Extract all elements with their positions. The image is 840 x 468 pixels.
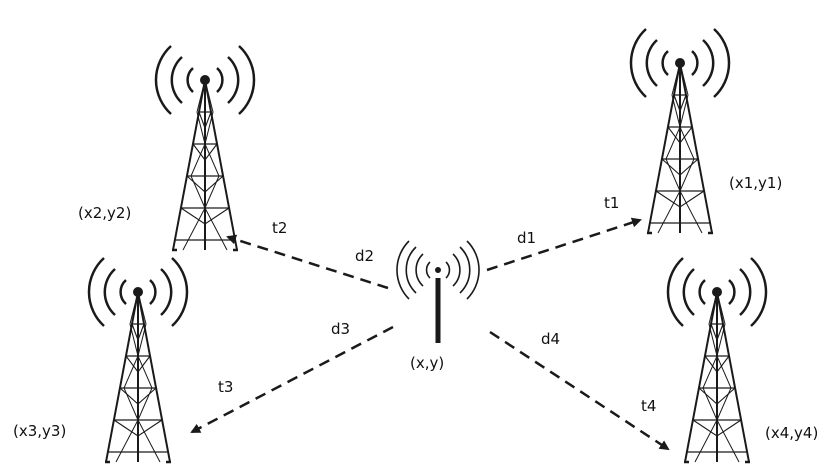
tower-2-icon bbox=[154, 44, 256, 252]
distance-label-4: d4 bbox=[541, 330, 560, 348]
distance-label-1: d1 bbox=[517, 229, 536, 247]
mobile-coord-label: (x,y) bbox=[410, 354, 444, 372]
signal-path-3 bbox=[190, 325, 394, 434]
mobile-device-icon bbox=[396, 240, 480, 343]
tower-1-coord-label: (x1,y1) bbox=[729, 174, 782, 192]
tower-2-coord-label: (x2,y2) bbox=[78, 204, 131, 222]
signal-path-2 bbox=[226, 234, 389, 290]
signal-path-4 bbox=[489, 330, 670, 451]
tower-1-icon bbox=[629, 27, 731, 235]
distance-label-3: d3 bbox=[331, 320, 350, 338]
signal-path-1 bbox=[486, 217, 642, 272]
tower-3-coord-label: (x3,y3) bbox=[13, 422, 66, 440]
tower-3-icon bbox=[87, 256, 189, 464]
tower-4-icon bbox=[666, 256, 768, 464]
time-label-4: t4 bbox=[641, 397, 656, 415]
time-label-2: t2 bbox=[272, 219, 287, 237]
tower-4-coord-label: (x4,y4) bbox=[765, 424, 818, 442]
time-label-3: t3 bbox=[218, 378, 233, 396]
distance-label-2: d2 bbox=[355, 247, 374, 265]
time-label-1: t1 bbox=[604, 194, 619, 212]
